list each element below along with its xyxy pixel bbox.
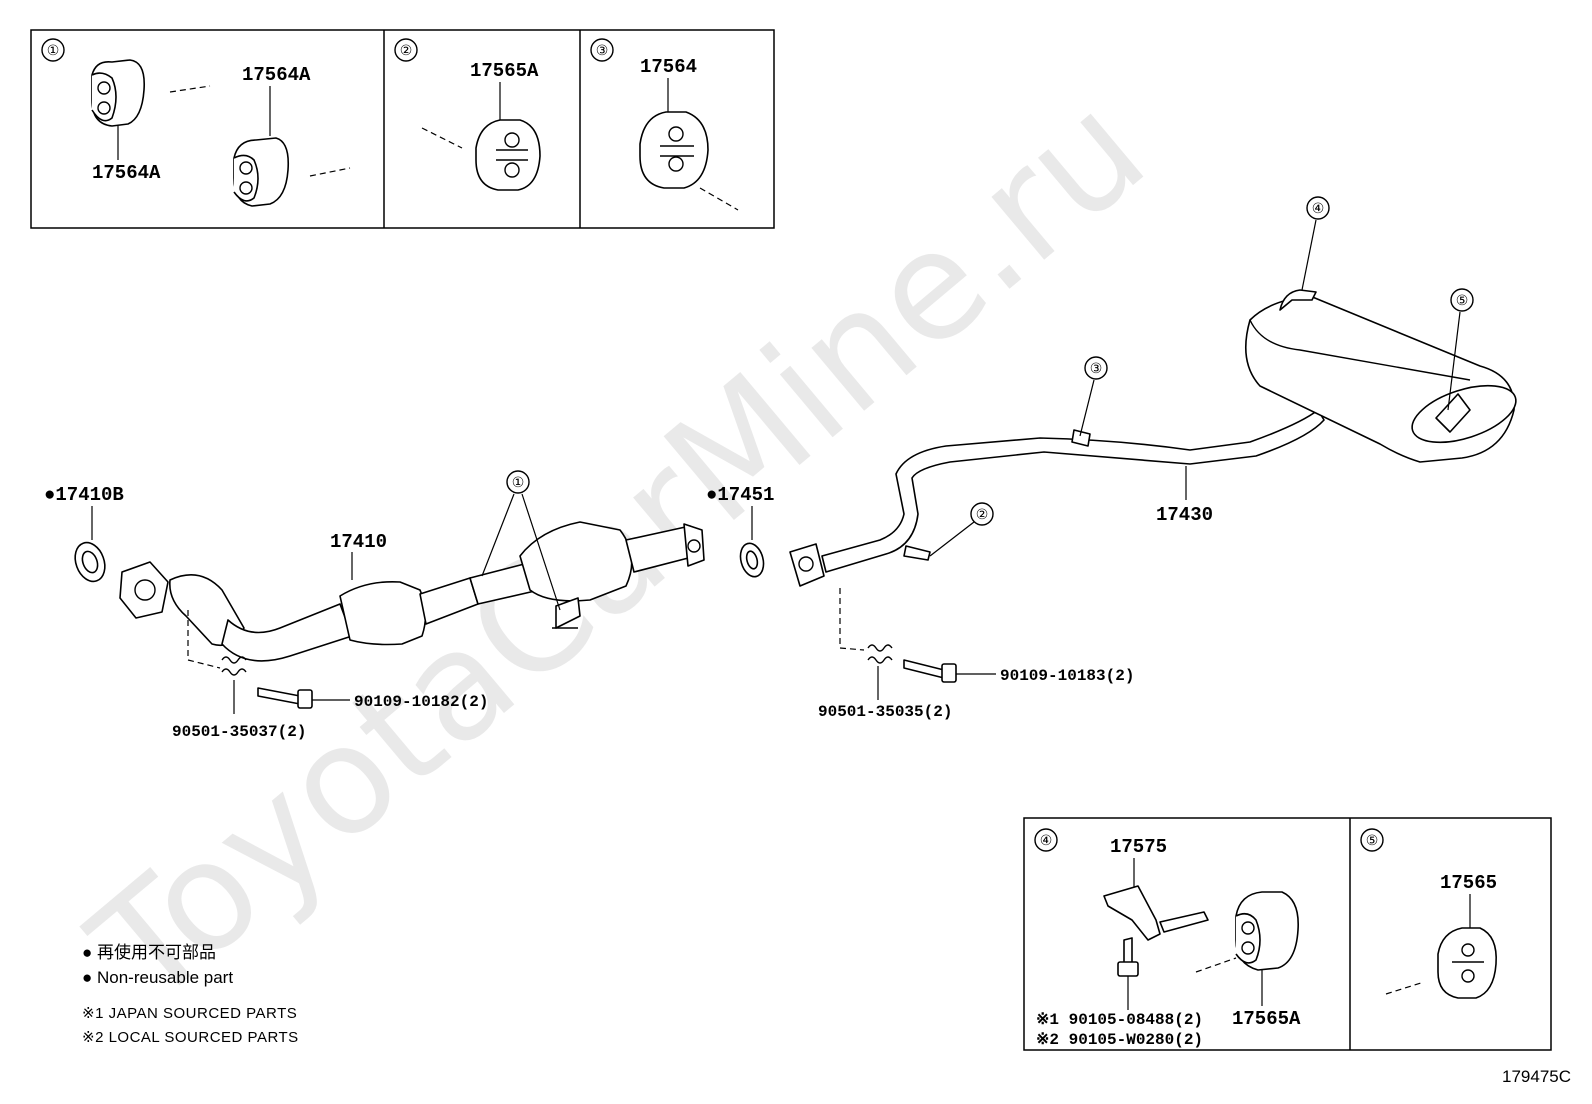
callout-2-lead [929,521,975,557]
inset-3-pin [699,187,739,211]
bracket-17575 [1103,885,1161,941]
inset-5: ⑤ 17565 [1360,828,1497,999]
label-17575: 17575 [1110,836,1167,858]
callout-1-circle [506,470,530,494]
inset-4: ④ 17575 ※1 90105-08488(2) ※2 90105-W0280… [1034,828,1301,1049]
label-17565: 17565 [1440,872,1497,894]
callout-3: ③ [1090,361,1103,377]
bolt-90109-10182 [257,687,301,705]
front-pipe-bend [221,603,353,662]
inset-1-number: ① [47,43,60,59]
tail-hanger-3 [1071,429,1091,447]
label-17564a-lower: 17564A [92,162,161,184]
callout-1-lead-b [521,493,561,611]
legend-non-reusable-jp: ● 再使用不可部品 [82,942,216,962]
callout-4-lead [1301,219,1317,291]
gasket-17451: ●17451 [706,484,774,578]
hanger-rubber-17565a-top [475,119,541,191]
inset-2-pin [421,127,463,149]
label-17564-top: 17564 [640,56,697,78]
callout-3-lead [1079,379,1095,437]
callouts: ② ③ ④ ⑤ [929,196,1474,557]
top-inset-frame [30,29,775,229]
inset-4-number: ④ [1040,833,1053,849]
label-17430: 17430 [1156,504,1213,526]
inset-4-pin [1195,957,1237,973]
inset-2-number-circle [394,38,418,62]
inset-2: ② 17565A [394,38,541,191]
gasket-17410b: ●17410B [44,484,124,583]
bracket-17575-pin [1159,911,1209,933]
front-flange [119,561,169,619]
note-2-part: ※2 90105-W0280(2) [1036,1031,1203,1049]
tail-pipe-17430: 17430 [789,289,1517,587]
spring-90501-35037 [221,656,247,676]
callout-1: ① [512,475,525,491]
label-17410: 17410 [330,531,387,553]
label-90501-35035: 90501-35035(2) [818,703,952,721]
hanger-rubber-17564-top [639,111,709,189]
inset-1: ① 17564A 17564A [41,38,351,207]
inset-1-pin-lower [309,167,351,177]
label-90501-35037: 90501-35037(2) [172,723,306,741]
hanger-rubber-17565 [1437,927,1497,999]
label-90109-10182: 90109-10182(2) [354,693,488,711]
label-17565a-top: 17565A [470,60,539,82]
front-hanger-bracket [555,597,581,629]
callout-4: ④ [1312,201,1325,217]
rear-fasteners: 90501-35035(2) 90109-10183(2) [818,588,1134,721]
label-17564a-upper: 17564A [242,64,311,86]
spring-90501-35035 [867,644,893,664]
legend-non-reusable-en: ● Non-reusable part [82,968,233,987]
rear-outlet-flange [683,523,705,567]
inset-3-number-circle [590,38,614,62]
callout-2: ② [976,507,989,523]
label-17565a-bottom: 17565A [1232,1008,1301,1030]
inset-3: ③ 17564 [590,38,739,211]
bolt-90109-10183 [903,659,945,679]
inset-5-pin [1385,981,1425,995]
inset-1-pin-upper [169,85,211,93]
legend: ● 再使用不可部品 ● Non-reusable part ※1 JAPAN S… [82,942,299,1046]
label-17451: ●17451 [706,484,774,506]
callout-5: ⑤ [1456,293,1469,309]
inset-2-number: ② [400,43,413,59]
front-fasteners: 90501-35037(2) 90109-10182(2) [172,610,488,741]
callout-5-circle [1450,288,1474,312]
inset-1-number-circle [41,38,65,62]
callout-4-circle [1306,196,1330,220]
front-stud-dash [187,610,221,669]
callout-5-lead [1447,311,1461,411]
note-1-part: ※1 90105-08488(2) [1036,1011,1203,1029]
tail-pipe-body [821,409,1325,573]
label-17410b: ●17410B [44,484,124,506]
muffler-hanger-5 [1435,393,1471,433]
legend-note-japan: ※1 JAPAN SOURCED PARTS [82,1005,297,1022]
tail-hanger-2 [903,545,931,561]
muffler-hanger-4 [1279,289,1317,311]
callout-3-circle [1084,356,1108,380]
hanger-rubber-17565a-bottom [1235,891,1299,971]
callout-1-lead-a [481,493,515,577]
hanger-rubber-17564a-lower [233,137,290,207]
middle-converter [339,580,427,646]
label-90109-10183: 90109-10183(2) [1000,667,1134,685]
inset-5-number-circle [1360,828,1384,852]
bottom-inset: ④ 17575 ※1 90105-08488(2) ※2 90105-W0280… [1023,817,1552,1051]
bottom-inset-frame [1023,817,1552,1051]
legend-note-local: ※2 LOCAL SOURCED PARTS [82,1029,299,1046]
inset-3-number: ③ [596,43,609,59]
hanger-rubber-17564a-upper [91,59,146,127]
top-inset: ① 17564A 17564A ② 17565A [30,29,775,229]
diagram-id: 179475C [1502,1067,1571,1086]
front-pipe-17410: 17410 ① [119,470,705,662]
rear-stud-dash [839,588,865,651]
inset-5-number: ⑤ [1366,833,1379,849]
tail-inlet-flange [789,543,825,587]
callout-2-circle [970,502,994,526]
inset-4-number-circle [1034,828,1058,852]
